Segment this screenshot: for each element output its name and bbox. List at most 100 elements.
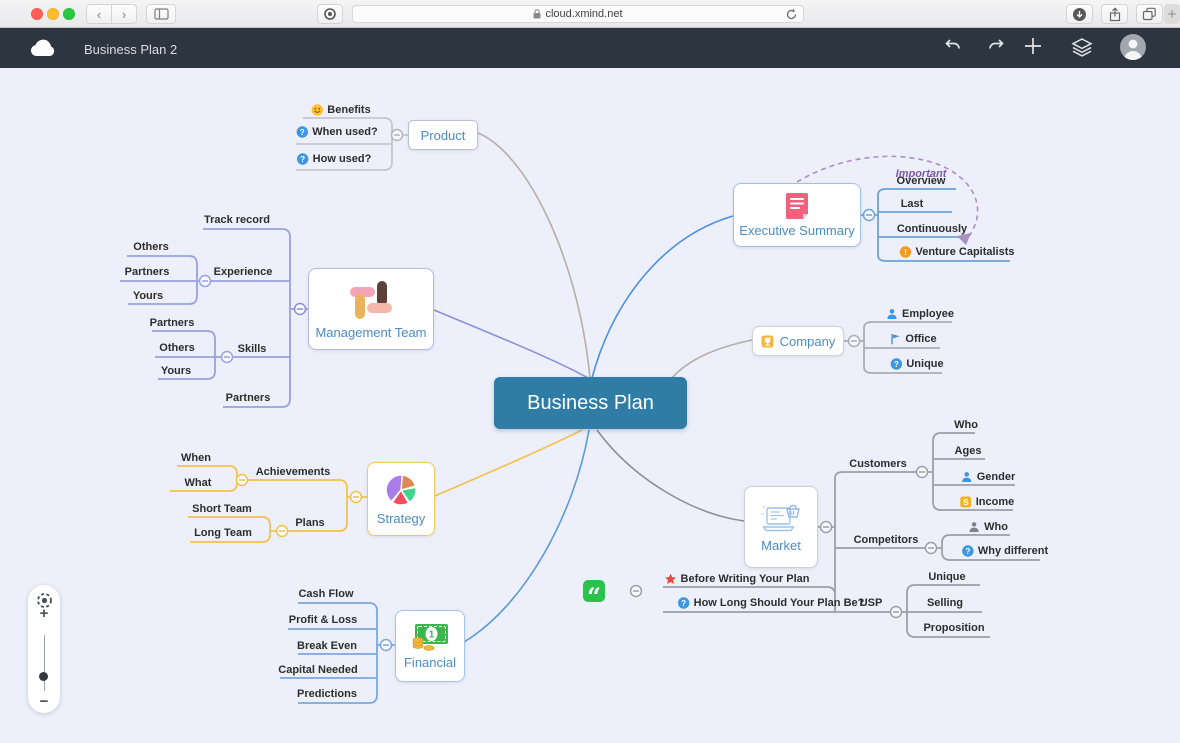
central-topic[interactable]: Business Plan xyxy=(494,377,687,429)
close-window-button[interactable] xyxy=(31,8,43,20)
collapse-toggle[interactable] xyxy=(198,274,212,288)
undo-button[interactable] xyxy=(941,35,963,57)
subtopic-label: Partners xyxy=(149,317,195,329)
subtopic-profit-loss[interactable]: Profit & Loss xyxy=(289,614,357,626)
subtopic-sk-yours[interactable]: Yours xyxy=(161,365,191,377)
collapse-toggle[interactable] xyxy=(915,465,929,479)
share-button[interactable] xyxy=(1101,4,1128,24)
sheets-button[interactable] xyxy=(1070,35,1094,59)
topic-company[interactable]: Company xyxy=(752,326,844,356)
subtopic-proposition[interactable]: Proposition xyxy=(923,622,984,634)
subtopic-track-record[interactable]: Track record xyxy=(204,214,270,226)
address-bar[interactable]: cloud.xmind.net xyxy=(352,5,804,23)
subtopic-competitors[interactable]: Competitors xyxy=(854,534,919,546)
subtopic-ages[interactable]: Ages xyxy=(955,445,982,457)
subtopic-continuously[interactable]: Continuously xyxy=(897,223,967,235)
quote-marker[interactable]: “ xyxy=(583,580,605,602)
center-view-button[interactable] xyxy=(28,592,60,609)
subtopic-when[interactable]: When xyxy=(181,452,211,464)
subtopic-gender[interactable]: Gender xyxy=(961,471,1015,483)
redo-button[interactable] xyxy=(986,35,1008,57)
subtopic-employee[interactable]: Employee xyxy=(886,308,954,320)
subtopic-predictions[interactable]: Predictions xyxy=(297,688,357,700)
subtopic-break-even[interactable]: Break Even xyxy=(297,640,357,652)
subtopic-skills[interactable]: Skills xyxy=(238,343,267,355)
zoom-slider-thumb[interactable] xyxy=(39,672,48,681)
subtopic-how-used[interactable]: ?How used? xyxy=(296,153,371,165)
minimize-window-button[interactable] xyxy=(47,8,59,20)
collapse-toggle[interactable] xyxy=(390,128,404,142)
zoom-in-button[interactable]: + xyxy=(39,605,49,622)
xmind-cloud-logo xyxy=(30,39,55,56)
subtopic-mt-partners[interactable]: Partners xyxy=(226,392,271,404)
collapse-toggle[interactable] xyxy=(629,584,643,598)
subtopic-when-used[interactable]: ?When used? xyxy=(296,126,378,138)
zoom-out-button[interactable]: − xyxy=(39,693,49,710)
collapse-toggle[interactable] xyxy=(220,350,234,364)
topic-market[interactable]: Market xyxy=(744,486,818,568)
collapse-toggle[interactable] xyxy=(349,490,363,504)
collapse-toggle[interactable] xyxy=(847,334,861,348)
subtopic-benefits[interactable]: Benefits xyxy=(311,104,371,116)
topic-product[interactable]: Product xyxy=(408,120,478,150)
back-button[interactable]: ‹ xyxy=(86,4,112,24)
collapse-toggle[interactable] xyxy=(275,524,289,538)
collapse-toggle[interactable] xyxy=(862,208,876,222)
tabs-overview-button[interactable] xyxy=(1136,4,1163,24)
subtopic-experience[interactable]: Experience xyxy=(214,266,273,278)
subtopic-why-diff[interactable]: ?Why different xyxy=(962,545,1048,557)
subtopic-long-team[interactable]: Long Team xyxy=(194,527,252,539)
reload-icon[interactable] xyxy=(785,8,798,21)
topic-management[interactable]: Management Team xyxy=(308,268,434,350)
subtopic-what[interactable]: What xyxy=(185,477,212,489)
add-topic-button[interactable] xyxy=(1022,35,1044,57)
subtopic-sk-others[interactable]: Others xyxy=(159,342,194,354)
subtopic-exp-partners[interactable]: Partners xyxy=(125,266,170,278)
new-tab-button[interactable]: + xyxy=(1164,4,1180,24)
subtopic-cash-flow[interactable]: Cash Flow xyxy=(298,588,353,600)
subtopic-selling[interactable]: Selling xyxy=(927,597,963,609)
zoom-window-button[interactable] xyxy=(63,8,75,20)
topic-executive[interactable]: Executive Summary xyxy=(733,183,861,247)
extension-button[interactable] xyxy=(317,4,343,24)
forward-button[interactable]: › xyxy=(111,4,137,24)
subtopic-short-team[interactable]: Short Team xyxy=(192,503,252,515)
subtopic-label: USP xyxy=(859,597,883,609)
subtopic-office[interactable]: Office xyxy=(889,333,937,345)
account-avatar[interactable] xyxy=(1120,34,1146,60)
collapse-toggle[interactable] xyxy=(379,638,393,652)
zoom-slider-track[interactable] xyxy=(43,635,45,691)
subtopic-sk-partners[interactable]: Partners xyxy=(150,317,195,329)
subtopic-customers[interactable]: Customers xyxy=(849,458,906,470)
subtopic-before-writing[interactable]: Before Writing Your Plan xyxy=(665,573,809,585)
subtopic-venture[interactable]: !Venture Capitalists xyxy=(899,246,1015,258)
collapse-toggle[interactable] xyxy=(889,605,903,619)
person-blue-icon xyxy=(961,471,973,483)
collapse-toggle[interactable] xyxy=(293,302,307,316)
topic-label: Company xyxy=(779,333,836,349)
subtopic-exp-others[interactable]: Others xyxy=(133,241,168,253)
subtopic-cu-who[interactable]: Who xyxy=(954,419,978,431)
subtopic-comp-who[interactable]: Who xyxy=(968,521,1008,533)
sidebar-toggle-button[interactable] xyxy=(146,4,176,24)
subtopic-usp[interactable]: USP xyxy=(860,597,883,609)
share-icon xyxy=(1109,6,1120,21)
downloads-button[interactable] xyxy=(1066,4,1093,24)
topic-strategy[interactable]: Strategy xyxy=(367,462,435,536)
subtopic-usp-unique[interactable]: Unique xyxy=(928,571,965,583)
subtopic-capital-needed[interactable]: Capital Needed xyxy=(278,664,357,676)
subtopic-last[interactable]: Last xyxy=(901,198,924,210)
subtopic-label: Who xyxy=(984,521,1008,533)
collapse-toggle[interactable] xyxy=(235,473,249,487)
subtopic-co-unique[interactable]: ?Unique xyxy=(890,358,944,370)
collapse-toggle[interactable] xyxy=(819,520,833,534)
subtopic-achievements[interactable]: Achievements xyxy=(256,466,331,478)
subtopic-plans[interactable]: Plans xyxy=(295,517,324,529)
subtopic-how-long[interactable]: ?How Long Should Your Plan Be? xyxy=(677,597,864,609)
relationship-label[interactable]: Important xyxy=(895,168,947,180)
collapse-toggle[interactable] xyxy=(924,541,938,555)
subtopic-exp-yours[interactable]: Yours xyxy=(133,290,163,302)
